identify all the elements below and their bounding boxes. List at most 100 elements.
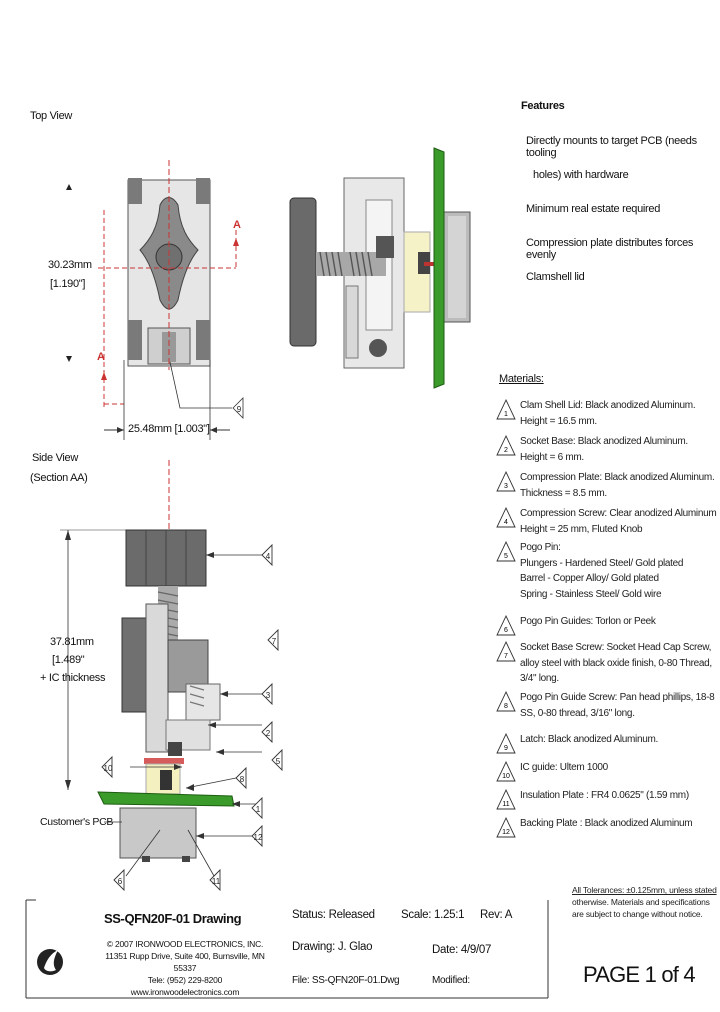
material-line: Pogo Pin Guides: Torlon or Peek [520,616,656,627]
dim-side-mm: 37.81mm [50,636,94,648]
material-line: Pogo Pin Guide Screw: Pan head phillips,… [520,692,715,703]
callout-8: 8 [240,775,245,784]
callout-triangle-icon: 7 [496,640,516,662]
material-line: Socket Base Screw: Socket Head Cap Screw… [520,642,712,653]
callout-10: 10 [104,764,113,773]
tolerance-line: All Tolerances: ±0.125mm, unless stated [572,885,717,895]
material-text: IC guide: Ultem 1000 [520,760,720,776]
material-item: 7 Socket Base Screw: Socket Head Cap Scre… [496,640,720,687]
material-line: IC guide: Ultem 1000 [520,762,608,773]
dim-width: 25.48mm [1.003"] [128,423,210,435]
material-number: 2 [504,447,508,454]
callout-9: 9 [237,405,242,414]
material-line: 3/4" long. [520,673,559,684]
material-item: 2 Socket Base: Black anodized Aluminum.He… [496,434,720,465]
material-line: Insulation Plate : FR4 0.0625" (1.59 mm) [520,790,689,801]
material-line: alloy steel with black oxide finish, 0-8… [520,657,712,669]
page-number: PAGE 1 of 4 [583,962,696,987]
callout-triangle-icon: 10 [496,760,516,782]
feature-item: Clamshell lid [526,271,585,283]
material-number: 3 [504,483,508,490]
material-item: 11 Insulation Plate : FR4 0.0625" (1.59 m… [496,788,720,812]
section-marker-left: A [97,351,105,363]
callout-2: 2 [266,729,271,738]
material-line: Height = 6 mm. [520,451,584,463]
top-view-label: Top View [30,110,73,122]
material-item: 8 Pogo Pin Guide Screw: Pan head phillips… [496,690,720,721]
callout-7: 7 [272,637,277,646]
material-number: 1 [504,411,508,418]
dim-side-in: [1.489" [52,654,85,666]
tolerance-line: are subject to change without notice. [572,909,703,919]
material-number: 11 [502,801,509,808]
drawing-title: SS-QFN20F-01 Drawing [104,911,242,926]
material-item: 4 Compression Screw: Clear anodized Alumi… [496,506,720,537]
section-marker-right: A [233,219,241,231]
material-number: 6 [504,627,508,634]
material-text: Backing Plate : Black anodized Aluminum [520,816,720,832]
drawn-by: Drawing: J. Glao [292,941,373,953]
material-item: 12 Backing Plate : Black anodized Aluminu… [496,816,720,840]
material-line: Plungers - Hardened Steel/ Gold plated [520,557,684,569]
side-view-socket [97,529,235,862]
callout-triangle-icon: 1 [496,398,516,420]
feature-item: holes) with hardware [533,169,629,181]
material-line: Latch: Black anodized Aluminum. [520,734,659,745]
callout-4: 4 [266,552,271,561]
callout-6: 6 [118,877,123,886]
material-number: 4 [504,519,508,526]
callout-triangle-icon: 5 [496,540,516,562]
material-line: Height = 16.5 mm. [520,415,597,427]
iso-view-socket [289,147,471,389]
callout-12: 12 [254,833,263,842]
material-number: 8 [504,703,508,710]
material-text: Socket Base Screw: Socket Head Cap Screw… [520,640,720,687]
material-line: Spring - Stainless Steel/ Gold wire [520,588,662,600]
material-text: Pogo Pin:Plungers - Hardened Steel/ Gold… [520,540,720,602]
material-number: 10 [502,773,510,780]
side-view-label: Side View [32,452,79,464]
section-aa-label: (Section AA) [30,472,88,484]
material-text: Latch: Black anodized Aluminum. [520,732,720,748]
company-line: 11351 Rupp Drive, Suite 400, Burnsville,… [105,951,265,973]
dim-height-mm: 30.23mm [48,259,92,271]
callout-triangle-icon: 4 [496,506,516,528]
material-line: Barrel - Copper Alloy/ Gold plated [520,573,659,584]
material-text: Compression Screw: Clear anodized Alumin… [520,506,720,537]
callout-5: 5 [276,757,281,766]
callout-triangle-icon: 9 [496,732,516,754]
material-line: Height = 25 mm, Fluted Knob [520,523,643,535]
callout-triangle-icon: 12 [496,816,516,838]
material-text: Pogo Pin Guides: Torlon or Peek [520,614,720,630]
company-line: Tele: (952) 229-8200 [147,975,223,985]
callout-triangle-icon: 6 [496,614,516,636]
material-line: Compression Screw: Clear anodized Alumin… [520,508,717,519]
material-text: Compression Plate: Black anodized Alumin… [520,470,720,501]
status: Status: Released [292,909,375,921]
material-number: 7 [504,653,508,660]
material-text: Insulation Plate : FR4 0.0625" (1.59 mm) [520,788,720,804]
material-number: 12 [502,829,510,836]
feature-item: Directly mounts to target PCB (needs too… [526,135,697,159]
materials-heading: Materials: [499,373,544,385]
tolerance-note: All Tolerances: ±0.125mm, unless stated … [572,884,717,920]
callout-1: 1 [256,805,261,814]
feature-item: Compression plate distributes forces eve… [526,237,694,261]
material-number: 9 [504,745,508,752]
company-line: © 2007 IRONWOOD ELECTRONICS, INC. [106,939,264,949]
scale: Scale: 1.25:1 [401,909,465,921]
dim-height-in: [1.190"] [50,278,86,290]
callout-3: 3 [266,691,271,700]
material-line: SS, 0-80 thread, 3/16" long. [520,707,635,719]
callout-11: 11 [212,877,221,886]
material-item: 3 Compression Plate: Black anodized Alumi… [496,470,720,501]
material-item: 6 Pogo Pin Guides: Torlon or Peek [496,614,720,638]
material-text: Socket Base: Black anodized Aluminum.Hei… [520,434,720,465]
material-item: 10 IC guide: Ultem 1000 [496,760,720,784]
modified: Modified: [432,975,470,986]
material-line: Thickness = 8.5 mm. [520,487,607,499]
